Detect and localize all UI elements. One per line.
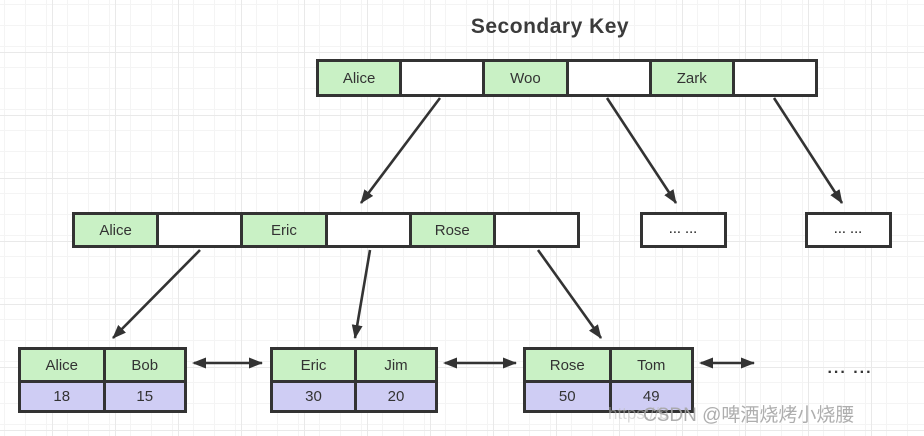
root-pointer-cell [565, 62, 649, 94]
root-key-cell: Alice [319, 62, 400, 94]
leaf-value-cell: 18 [21, 380, 103, 410]
leaf-node: Alice Bob 18 15 [18, 347, 187, 413]
root-key-cell: Woo [482, 62, 566, 94]
arrow-root-to-internal [359, 97, 442, 204]
leaf-key-cell: Alice [21, 350, 103, 380]
root-pointer-cell [399, 62, 483, 94]
internal-key-cell: Eric [240, 215, 325, 245]
collapsed-node: ... ... [640, 212, 727, 248]
internal-pointer-cell [324, 215, 409, 245]
leaf-key-cell: Eric [273, 350, 354, 380]
root-pointer-cell [731, 62, 816, 94]
arrow-root-to-collapsed-2 [772, 97, 844, 204]
root-node: Alice Woo Zark [316, 59, 818, 97]
leaf-node: Eric Jim 30 20 [270, 347, 438, 413]
leaf-value-cell: 50 [526, 380, 609, 410]
collapsed-node: ... ... [805, 212, 892, 248]
leaf-value-cell: 30 [273, 380, 354, 410]
internal-pointer-cell [156, 215, 241, 245]
root-key-cell: Zark [648, 62, 732, 94]
arrow-root-to-collapsed-1 [605, 97, 678, 204]
leaf-key-cell: Tom [608, 350, 691, 380]
internal-key-cell: Rose [408, 215, 493, 245]
more-leaves-ellipsis: ... ... [827, 360, 873, 377]
arrow-internal-to-leaf-1 [112, 249, 201, 339]
leaf-value-cell: 15 [102, 380, 184, 410]
internal-pointer-cell [492, 215, 578, 245]
leaf-value-cell: 20 [354, 380, 435, 410]
leaf-value-cell: 49 [608, 380, 691, 410]
internal-node: Alice Eric Rose [72, 212, 580, 248]
leaf-key-cell: Rose [526, 350, 609, 380]
arrow-internal-to-leaf-3 [536, 249, 603, 339]
page-title: Secondary Key [470, 15, 630, 38]
arrow-internal-to-leaf-2 [351, 249, 372, 339]
leaf-node: Rose Tom 50 49 [523, 347, 694, 413]
internal-key-cell: Alice [75, 215, 157, 245]
leaf-key-cell: Jim [354, 350, 435, 380]
leaf-key-cell: Bob [102, 350, 184, 380]
